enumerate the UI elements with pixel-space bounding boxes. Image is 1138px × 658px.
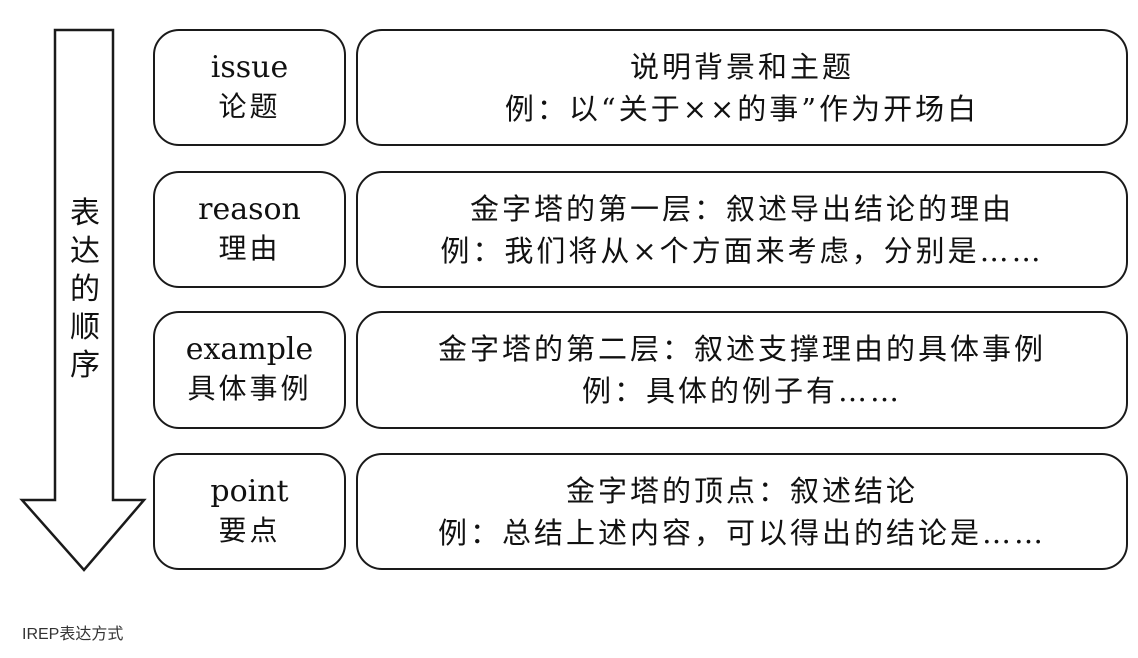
- step-chinese-name: 理由: [218, 231, 281, 265]
- step-chinese-name: 具体事例: [187, 372, 312, 405]
- step-english-name: example: [185, 332, 314, 367]
- example-label-box: example 具体事例: [153, 311, 346, 429]
- step-example: 例：我们将从×个方面来考虑，分别是……: [440, 233, 1044, 268]
- arrow-label-char: 顺: [70, 310, 100, 345]
- issue-description-box: 说明背景和主题 例：以“关于××的事”作为开场白: [356, 29, 1128, 146]
- point-label-box: point 要点: [153, 453, 346, 570]
- point-description-box: 金字塔的顶点：叙述结论 例：总结上述内容，可以得出的结论是……: [356, 453, 1128, 570]
- step-english-name: reason: [198, 191, 301, 227]
- expression-order-label: 表 达 的 顺 序: [60, 195, 110, 385]
- step-example: 例：总结上述内容，可以得出的结论是……: [437, 515, 1046, 550]
- step-chinese-name: 论题: [218, 89, 281, 123]
- reason-label-box: reason 理由: [153, 171, 346, 288]
- figure-caption: IREP表达方式: [22, 626, 124, 643]
- arrow-label-char: 表: [70, 196, 100, 231]
- step-description: 金字塔的第二层：叙述支撑理由的具体事例: [437, 332, 1046, 366]
- step-english-name: point: [210, 473, 289, 509]
- reason-description-box: 金字塔的第一层：叙述导出结论的理由 例：我们将从×个方面来考虑，分别是……: [356, 171, 1128, 288]
- arrow-label-char: 序: [70, 348, 100, 383]
- step-example: 例：具体的例子有……: [581, 374, 902, 408]
- arrow-label-char: 达: [70, 234, 100, 269]
- step-description: 说明背景和主题: [629, 49, 854, 84]
- step-description: 金字塔的第一层：叙述导出结论的理由: [469, 191, 1014, 226]
- step-description: 金字塔的顶点：叙述结论: [565, 473, 918, 508]
- arrow-label-char: 的: [70, 272, 100, 307]
- step-chinese-name: 要点: [218, 513, 281, 547]
- step-english-name: issue: [210, 49, 289, 85]
- example-description-box: 金字塔的第二层：叙述支撑理由的具体事例 例：具体的例子有……: [356, 311, 1128, 429]
- issue-label-box: issue 论题: [153, 29, 346, 146]
- step-example: 例：以“关于××的事”作为开场白: [504, 91, 980, 126]
- down-arrow-icon: [19, 28, 147, 572]
